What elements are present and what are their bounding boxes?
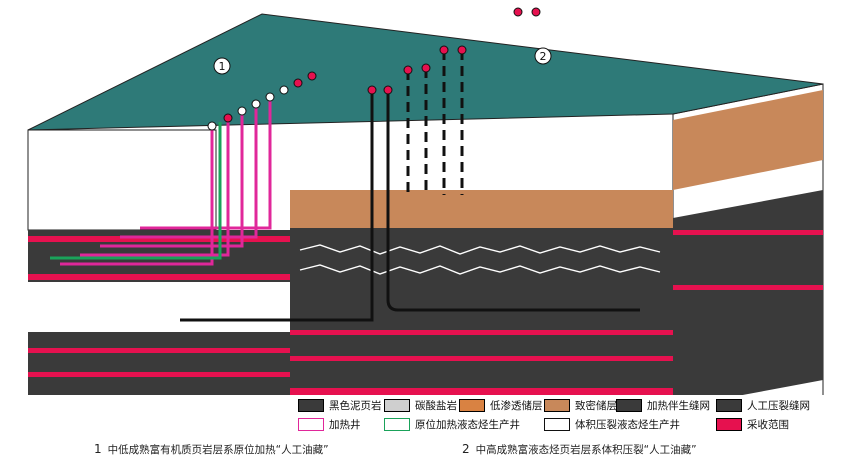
caption-one-number: 1 <box>94 442 102 456</box>
caption-two-text: 中高成熟富液态烃页岩层系体积压裂“人工油藏” <box>475 443 697 456</box>
legend-row-1: 黑色泥页岩 碳酸盐岩 低渗透储层 致密储层 加热伴生缝网 人工压裂缝网 <box>0 396 856 414</box>
legend-lowperm-swatch <box>459 398 485 412</box>
svg-text:1: 1 <box>219 60 226 73</box>
artificial-fracture-network <box>159 244 661 315</box>
legend-artfrac: 人工压裂缝网 <box>716 396 810 414</box>
heating-wells <box>60 97 272 266</box>
legend-tight-swatch <box>544 398 570 412</box>
legend-volfrac: 体积压裂液态烃生产井 <box>544 415 680 433</box>
legend-tight: 致密储层 <box>544 396 617 414</box>
label-one: 1 <box>213 57 231 75</box>
caption-one: 1 中低成熟富有机质页岩层系原位加热“人工油藏” <box>94 440 329 458</box>
reservoir-block-diagram: 1 2 <box>27 7 824 395</box>
legend-shale-swatch <box>298 398 324 412</box>
legend-carbonate-swatch <box>384 398 410 412</box>
legend-row-2: 加热井 原位加热液态烃生产井 体积压裂液态烃生产井 采收范围 <box>0 415 856 433</box>
legend-shale-label: 黑色泥页岩 <box>329 399 382 412</box>
legend-tight-label: 致密储层 <box>575 399 617 412</box>
central-block <box>290 190 673 395</box>
legend-insitu-label: 原位加热液态烃生产井 <box>415 418 520 431</box>
legend-volfrac-swatch <box>544 417 570 431</box>
caption-two: 2 中高成熟富液态烃页岩层系体积压裂“人工油藏” <box>462 440 697 458</box>
legend-carbonate: 碳酸盐岩 <box>384 396 457 414</box>
recovery-stripes <box>28 230 823 377</box>
wellhead-markers <box>207 7 541 131</box>
legend-insitu: 原位加热液态烃生产井 <box>384 415 520 433</box>
legend-recovery: 采收范围 <box>716 415 789 433</box>
legend-artfrac-label: 人工压裂缝网 <box>747 399 810 412</box>
legend-volfrac-label: 体积压裂液态烃生产井 <box>575 418 680 431</box>
legend-insitu-swatch <box>384 417 410 431</box>
legend-recovery-swatch <box>716 417 742 431</box>
legend-lowperm: 低渗透储层 <box>459 396 543 414</box>
svg-text:2: 2 <box>540 50 547 63</box>
legend-lowperm-label: 低渗透储层 <box>490 399 543 412</box>
right-block-front-face <box>672 83 824 395</box>
legend-heatfrac: 加热伴生缝网 <box>616 396 710 414</box>
legend-shale: 黑色泥页岩 <box>298 396 382 414</box>
legend-heatfrac-label: 加热伴生缝网 <box>647 399 710 412</box>
legend-heatwell-swatch <box>298 417 324 431</box>
legend-recovery-label: 采收范围 <box>747 418 789 431</box>
label-two: 2 <box>534 47 552 65</box>
caption-one-text: 中低成熟富有机质页岩层系原位加热“人工油藏” <box>107 443 329 456</box>
legend-artfrac-swatch <box>716 398 742 412</box>
insitu-production-well <box>50 122 222 260</box>
caption-two-number: 2 <box>462 442 470 456</box>
legend-heatfrac-swatch <box>616 398 642 412</box>
legend-heatwell-label: 加热井 <box>329 418 361 431</box>
volume-fracturing-wells <box>180 50 640 322</box>
legend-carbonate-label: 碳酸盐岩 <box>415 399 457 412</box>
legend-heatwell: 加热井 <box>298 415 361 433</box>
